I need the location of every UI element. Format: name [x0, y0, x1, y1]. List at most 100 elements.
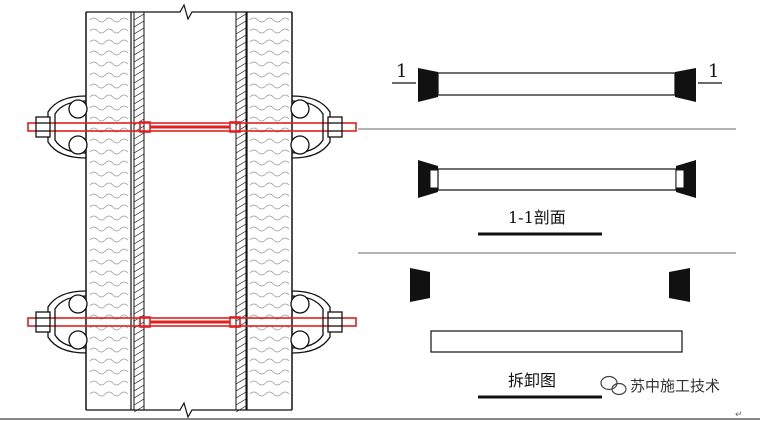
plywood-hatch-line: [133, 104, 145, 112]
plywood-hatch-line: [133, 111, 145, 119]
lower-left-clamp: [35, 290, 88, 354]
plywood-hatch-line: [235, 76, 247, 84]
wood-grain-line: [89, 215, 129, 221]
wood-grain-line: [89, 226, 129, 232]
wood-grain-line: [249, 182, 290, 188]
wood-grain-line: [249, 292, 290, 298]
wood-grain-line: [89, 17, 129, 23]
plywood-hatch-line: [235, 20, 247, 28]
plywood-hatch-line: [235, 216, 247, 224]
plywood-hatch-line: [235, 209, 247, 217]
wood-grain-line: [249, 314, 290, 320]
plywood-hatch-line: [235, 181, 247, 189]
plywood-hatch-line: [235, 328, 247, 336]
wood-grain-line: [89, 369, 129, 375]
removed-tie-bar: [430, 330, 683, 353]
watermark-text: 苏中施工技术: [630, 377, 720, 395]
plywood-hatch-line: [133, 286, 145, 294]
wood-grain-line: [89, 39, 129, 45]
wood-grain-line: [249, 83, 290, 89]
plywood-hatch-line: [235, 48, 247, 56]
wood-grain-line: [89, 94, 129, 100]
wood-grain-line: [249, 347, 290, 353]
wood-grain-line: [89, 72, 129, 78]
wood-grain-line: [89, 83, 129, 89]
plywood-hatch-line: [235, 195, 247, 203]
wood-grain-line: [249, 127, 290, 133]
wood-grain-line: [89, 259, 129, 265]
plywood-hatch-line: [235, 167, 247, 175]
plywood-hatch-line: [235, 230, 247, 238]
watermark: 苏中施工技术 ↵: [600, 375, 743, 420]
plywood-hatch-line: [235, 202, 247, 210]
right-board-grain: [249, 17, 290, 397]
plywood-hatch-line: [235, 139, 247, 147]
wood-grain-line: [249, 50, 290, 56]
tie-bar-elevation: [437, 72, 676, 96]
plywood-hatch-line: [235, 55, 247, 63]
plywood-hatch-line: [235, 146, 247, 154]
lower-tie-rod: [27, 317, 357, 327]
wood-grain-line: [89, 204, 129, 210]
plywood-hatch-line: [133, 293, 145, 301]
plywood-hatch-line: [235, 265, 247, 273]
wood-grain-line: [89, 50, 129, 56]
wood-grain-line: [89, 28, 129, 34]
plywood-hatch-line: [133, 195, 145, 203]
plywood-hatch-line: [133, 265, 145, 273]
plywood-hatch-line: [235, 356, 247, 364]
plywood-hatch-line: [133, 405, 145, 413]
wood-grain-line: [249, 380, 290, 386]
plywood-hatch-line: [235, 398, 247, 406]
wood-grain-line: [89, 270, 129, 276]
plywood-hatch-line: [235, 27, 247, 35]
wood-grain-line: [249, 171, 290, 177]
upper-tie-assembly: [27, 95, 357, 159]
plywood-hatch-line: [133, 237, 145, 245]
plywood-hatch-line: [133, 223, 145, 231]
wood-grain-line: [89, 292, 129, 298]
plywood-hatch-line: [133, 300, 145, 308]
plywood-hatch-line: [133, 69, 145, 77]
wood-grain-line: [89, 248, 129, 254]
plywood-hatch-line: [133, 342, 145, 350]
plywood-hatch-line: [133, 76, 145, 84]
wood-grain-line: [249, 358, 290, 364]
wood-grain-line: [89, 358, 129, 364]
wood-grain-line: [249, 116, 290, 122]
plywood-hatch-line: [235, 62, 247, 70]
right-cone-solid: [675, 68, 696, 102]
section-caption: 1-1剖面: [508, 208, 566, 227]
plywood-hatch-line: [133, 272, 145, 280]
left-board-grain: [89, 17, 129, 397]
plywood-hatch-line: [133, 13, 145, 21]
wood-grain-line: [249, 138, 290, 144]
plywood-hatch-line: [133, 216, 145, 224]
wood-grain-line: [89, 314, 129, 320]
plywood-hatch-line: [235, 342, 247, 350]
wood-grain-line: [249, 94, 290, 100]
plywood-hatch-line: [235, 118, 247, 126]
section-mark-left: 1: [396, 61, 407, 82]
section-mark-right: 1: [708, 61, 719, 82]
wood-grain-line: [249, 248, 290, 254]
wood-grain-line: [249, 369, 290, 375]
wood-grain-line: [89, 160, 129, 166]
wood-grain-line: [89, 303, 129, 309]
plywood-hatch-line: [235, 153, 247, 161]
plywood-hatch-line: [133, 321, 145, 329]
plywood-hatch-line: [235, 34, 247, 42]
wood-grain-line: [249, 303, 290, 309]
plywood-hatch-line: [235, 258, 247, 266]
plywood-hatch-line: [133, 174, 145, 182]
plywood-hatch-line: [235, 349, 247, 357]
upper-left-clamp: [35, 95, 88, 159]
plywood-hatch-line: [133, 90, 145, 98]
plywood-hatch-line: [133, 258, 145, 266]
plywood-hatch-line: [133, 391, 145, 399]
upper-tie-rod: [27, 122, 357, 132]
plywood-hatch-line: [133, 27, 145, 35]
plywood-hatch-line: [133, 20, 145, 28]
wood-grain-line: [249, 193, 290, 199]
